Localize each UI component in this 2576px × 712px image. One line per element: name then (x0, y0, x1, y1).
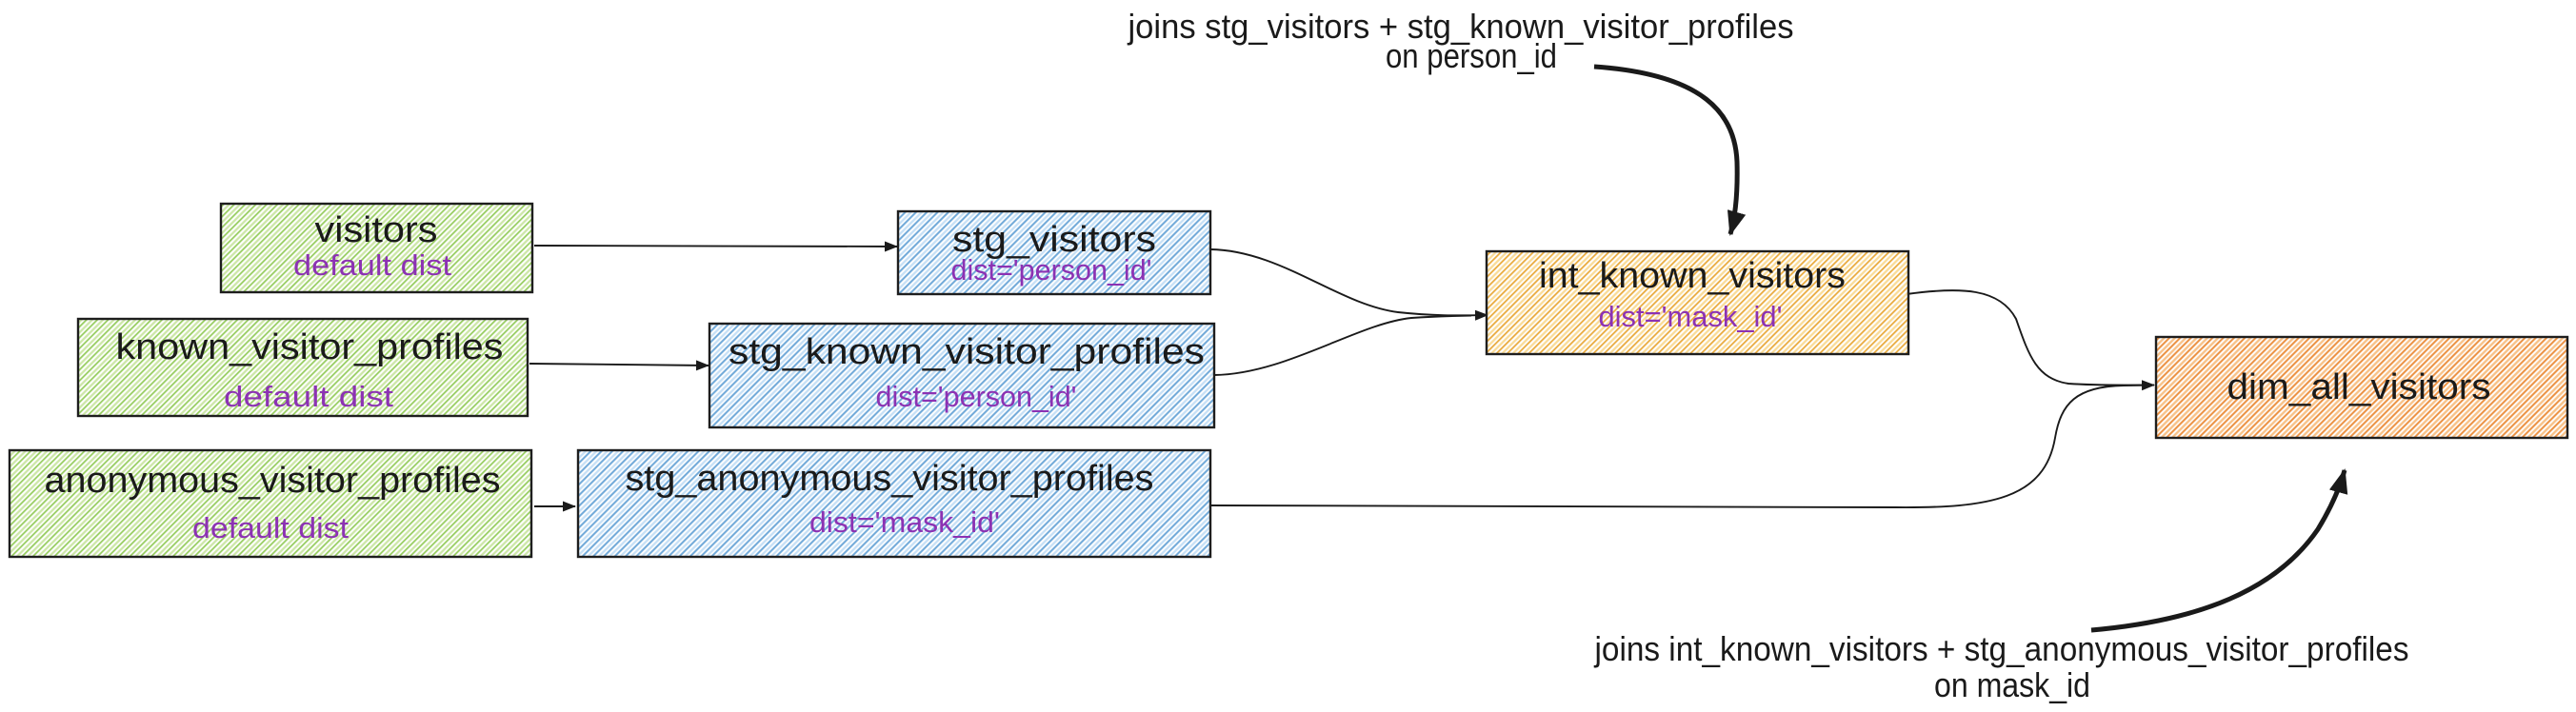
svg-text:stg_visitors: stg_visitors (952, 220, 1156, 260)
svg-text:known_visitor_profiles: known_visitor_profiles (116, 327, 504, 367)
svg-text:default dist: default dist (192, 511, 349, 544)
svg-text:dim_all_visitors: dim_all_visitors (2227, 367, 2491, 407)
svg-text:dist='mask_id': dist='mask_id' (809, 505, 1000, 539)
svg-text:dist='mask_id': dist='mask_id' (1599, 300, 1783, 333)
svg-text:joins int_known_visitors + stg: joins int_known_visitors + stg_anonymous… (1594, 629, 2409, 668)
svg-text:stg_anonymous_visitor_profiles: stg_anonymous_visitor_profiles (626, 459, 1154, 499)
svg-text:stg_known_visitor_profiles: stg_known_visitor_profiles (729, 332, 1205, 372)
svg-text:int_known_visitors: int_known_visitors (1539, 256, 1846, 296)
svg-text:dist='person_id': dist='person_id' (876, 380, 1077, 413)
svg-text:anonymous_visitor_profiles: anonymous_visitor_profiles (45, 461, 501, 501)
svg-text:dist='person_id': dist='person_id' (951, 253, 1152, 287)
svg-text:default dist: default dist (224, 380, 393, 413)
svg-text:visitors: visitors (315, 210, 438, 250)
svg-text:default dist: default dist (293, 248, 451, 282)
svg-text:on person_id: on person_id (1386, 36, 1557, 75)
svg-text:joins stg_visitors + stg_known: joins stg_visitors + stg_known_visitor_p… (1128, 7, 1794, 46)
svg-text:on mask_id: on mask_id (1934, 665, 2090, 704)
